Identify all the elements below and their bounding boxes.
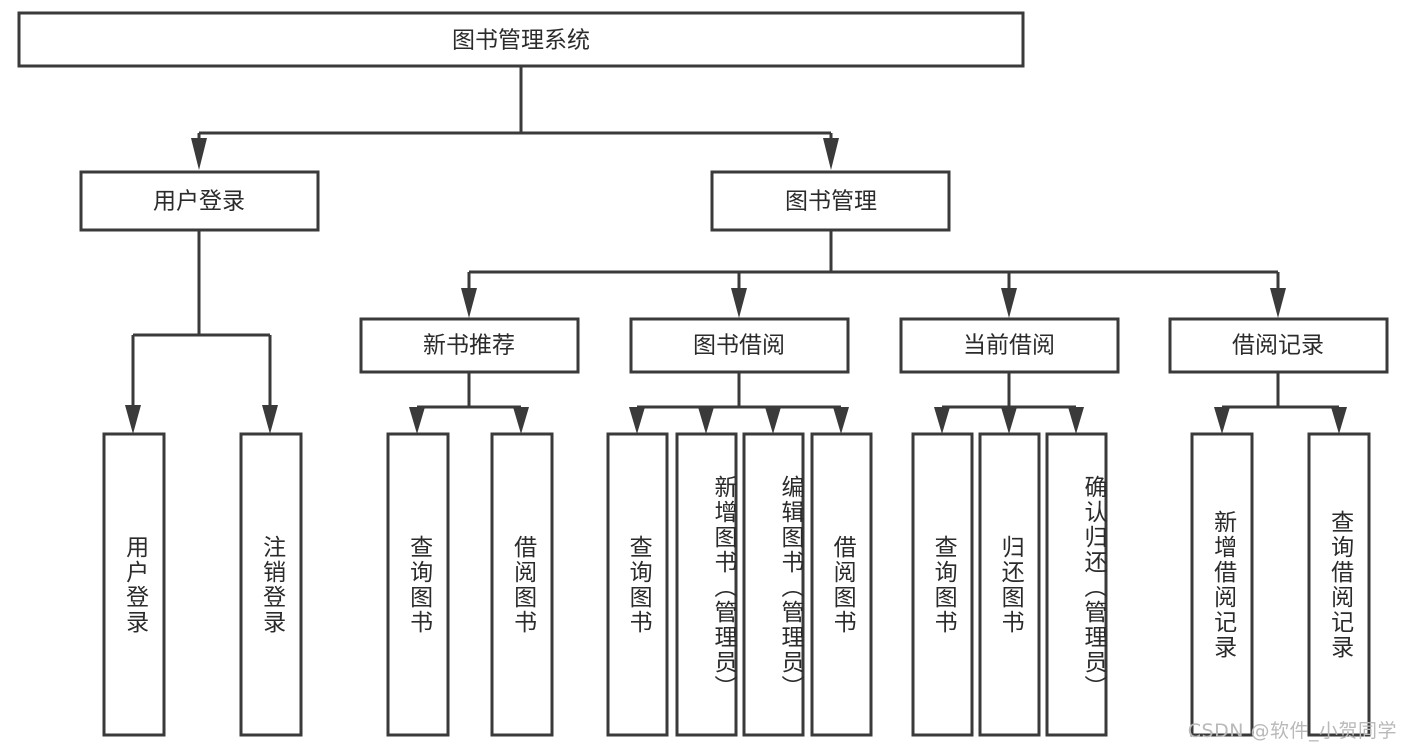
leaf-cb-confirm-return-rect[interactable] [1045,432,1108,737]
arrowhead-nbr-2 [513,407,529,434]
node-root-rect[interactable] [17,11,1025,68]
node-user-login-label: 用户登录 [153,189,245,215]
node-book-management-rect[interactable] [710,170,951,232]
leaf-logout-rect[interactable] [239,432,303,737]
leaf-br-add-record-rect[interactable] [1190,432,1254,737]
node-current-borrow-label: 当前借阅 [963,333,1055,359]
leaf-nbr-borrow-book-rect[interactable] [490,432,554,737]
arrowhead-nbr-1 [409,407,425,434]
arrowhead-l3-4 [1270,288,1286,318]
node-borrow-records[interactable]: 借阅记录 [1168,317,1389,374]
leaf-bb-query-book-rect[interactable] [606,432,669,737]
leaf-bb-add-book-rect[interactable] [675,432,738,737]
node-new-book-recommend-label: 新书推荐 [423,333,515,359]
node-book-borrow-rect[interactable] [629,317,850,374]
node-current-borrow-rect[interactable] [899,317,1120,374]
node-book-borrow-label: 图书借阅 [693,333,785,359]
leaf-br-query-record-rect[interactable] [1307,432,1371,737]
node-book-borrow[interactable]: 图书借阅 [629,317,850,374]
arrowhead-bb-3 [765,407,781,434]
leaf-user-login-rect[interactable] [102,432,166,737]
node-book-management[interactable]: 图书管理 [710,170,951,232]
arrowhead-bb-1 [629,407,645,434]
leaf-nbr-query-book-rect[interactable] [386,432,450,737]
leaf-cb-query-book-rect[interactable] [911,432,974,737]
node-book-management-label: 图书管理 [785,189,877,215]
arrowhead-cb-1 [934,407,950,434]
arrowhead-book-mgmt [823,138,839,170]
arrowhead-ul-1 [125,405,141,434]
arrowhead-br-1 [1214,407,1230,434]
node-root[interactable]: 图书管理系统 [17,11,1025,68]
node-current-borrow[interactable]: 当前借阅 [899,317,1120,374]
arrowhead-l3-1 [461,288,477,318]
leaf-bb-borrow-book-rect[interactable] [810,432,873,737]
node-borrow-records-rect[interactable] [1168,317,1389,374]
arrowhead-bb-4 [833,407,849,434]
arrowhead-br-2 [1331,407,1347,434]
node-user-login[interactable]: 用户登录 [79,170,320,232]
csdn-watermark: CSDN @软件_小贺同学 [1187,720,1397,742]
node-root-label: 图书管理系统 [452,28,590,54]
node-new-book-recommend[interactable]: 新书推荐 [359,317,580,374]
arrowhead-cb-3 [1068,407,1084,434]
arrowhead-ul-2 [262,405,278,434]
arrowhead-l3-3 [1001,288,1017,318]
node-new-book-recommend-rect[interactable] [359,317,580,374]
arrowhead-l3-2 [731,288,747,318]
arrowhead-bb-2 [698,407,714,434]
node-borrow-records-label: 借阅记录 [1232,333,1324,359]
leaf-cb-return-book-rect[interactable] [978,432,1041,737]
arrowhead-user-login [191,138,207,170]
leaf-bb-edit-book-rect[interactable] [742,432,805,737]
arrowhead-cb-2 [1001,407,1017,434]
